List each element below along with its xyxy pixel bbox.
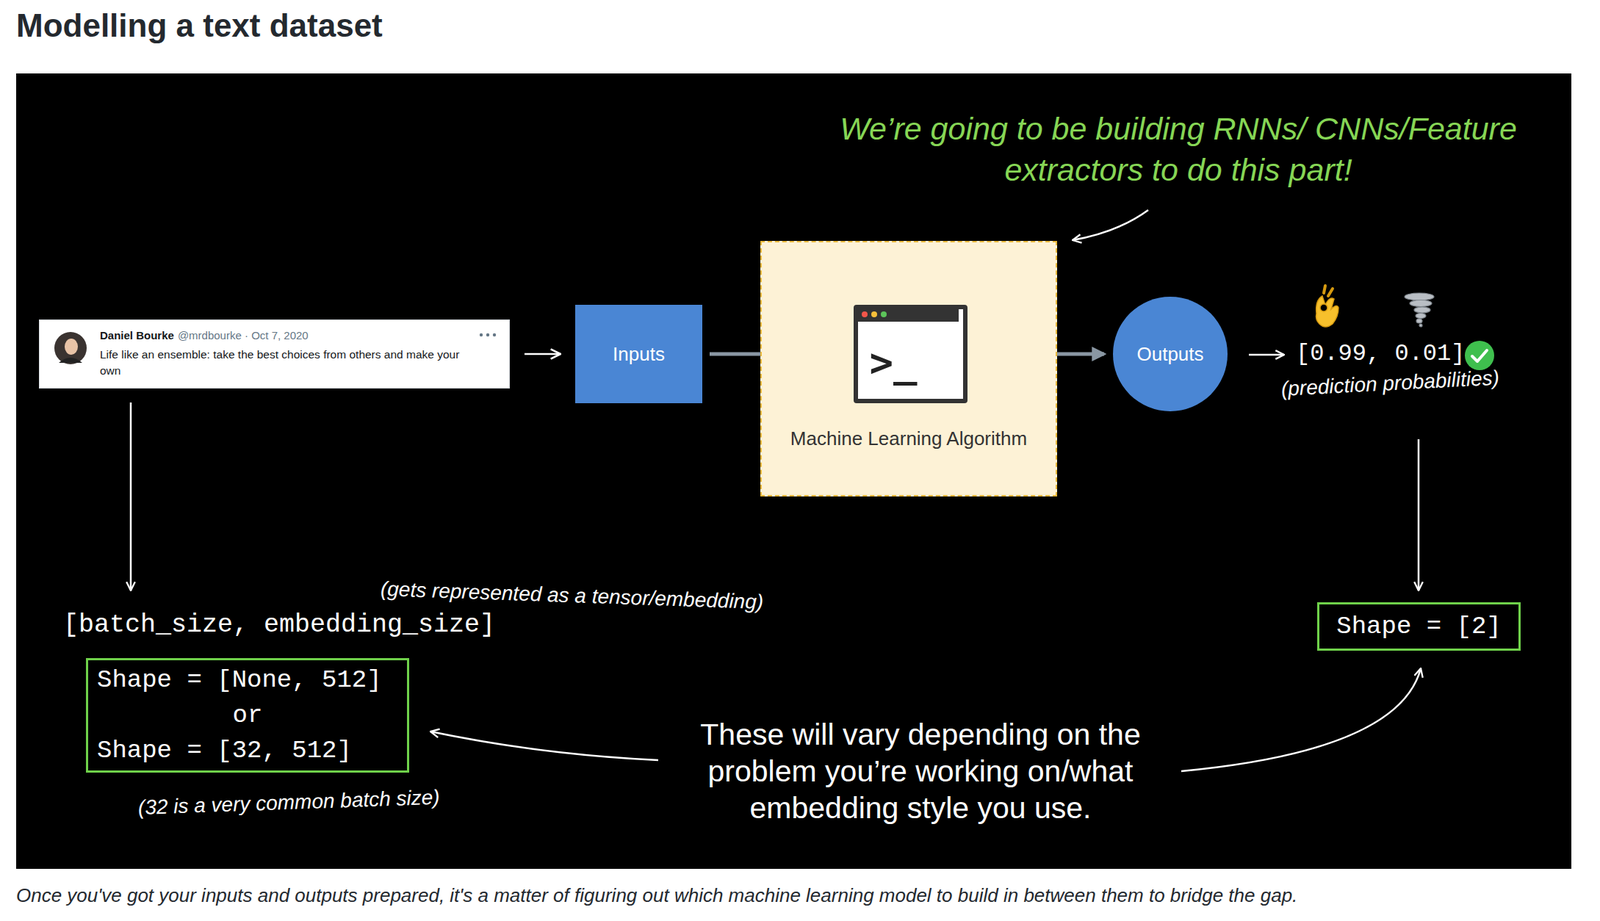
black-panel bbox=[16, 73, 1572, 870]
circle-label: Outputs bbox=[1136, 343, 1204, 366]
hand-note: (gets represented as a tensor/embedding) bbox=[379, 577, 764, 615]
label-wrap: [0.99, 0.01] bbox=[1295, 340, 1465, 368]
caption: Once you've got your inputs and outputs … bbox=[16, 883, 1589, 909]
output-arrow bbox=[1248, 354, 1285, 357]
flow-arrow bbox=[524, 353, 561, 356]
label-wrap: (prediction probabilities) bbox=[1281, 377, 1500, 402]
note-arrow bbox=[430, 731, 659, 761]
label-wrap: We’re going to be building RNNs/ CNNs/Fe… bbox=[818, 108, 1539, 192]
label-wrap: (gets represented as a tensor/embedding) bbox=[380, 577, 764, 601]
avatar-picture bbox=[52, 330, 89, 366]
terminal-icon: >_ bbox=[853, 304, 968, 404]
prompt-symbol: >_ bbox=[869, 339, 918, 386]
author-name: Daniel Bourke bbox=[99, 329, 175, 342]
explanation-note: These will vary depending on the problem… bbox=[656, 716, 1185, 827]
page-title: Modelling a text dataset bbox=[16, 7, 383, 45]
caption-wrap: Once you've got your inputs and outputs … bbox=[16, 883, 1589, 909]
tweet-card: Daniel Bourke@mrdbourke · Oct 7, 2020Lif… bbox=[38, 319, 510, 389]
tweet-body: Life like an ensemble: take the best cho… bbox=[99, 346, 482, 379]
shape-text: Shape = [2] bbox=[1328, 608, 1510, 645]
callout-arrow bbox=[1072, 210, 1149, 241]
label-wrap: (32 is a very common batch size) bbox=[138, 796, 441, 820]
ok-hand-emoji bbox=[1316, 285, 1340, 327]
shape-text: Shape = [32, 512] bbox=[96, 733, 399, 769]
shape-box: Shape = [None, 512]orShape = [32, 512] bbox=[85, 658, 410, 773]
menu-dots bbox=[478, 332, 498, 338]
check-icon bbox=[1464, 340, 1495, 371]
tornado-emoji bbox=[1404, 293, 1434, 327]
callout-note: We’re going to be building RNNs/ CNNs/Fe… bbox=[818, 108, 1539, 192]
title-wrap: Modelling a text dataset bbox=[16, 7, 383, 45]
label-wrap: [batch_size, embedding_size] bbox=[63, 610, 496, 640]
shape-text: Shape = [None, 512] bbox=[96, 662, 399, 698]
process-box: Inputs bbox=[575, 304, 703, 404]
shape-box: Shape = [2] bbox=[1317, 602, 1521, 651]
region-label: Machine Learning Algorithm bbox=[776, 424, 1041, 454]
label-wrap: These will vary depending on the problem… bbox=[656, 716, 1185, 827]
window-bar bbox=[855, 307, 959, 322]
box-label: Inputs bbox=[612, 343, 665, 366]
output-circle: Outputs bbox=[1112, 296, 1228, 412]
down-arrow bbox=[130, 402, 133, 591]
tweet-handle: @mrdbourke · Oct 7, 2020 bbox=[177, 329, 309, 342]
down-arrow bbox=[1417, 439, 1421, 591]
hand-note: (prediction probabilities) bbox=[1280, 365, 1501, 402]
shape-text: or bbox=[96, 697, 399, 734]
probability-values: [0.99, 0.01] bbox=[1295, 340, 1465, 368]
note-arrow bbox=[1181, 668, 1421, 772]
algorithm-region: >_ Machine Learning Algorithm bbox=[760, 240, 1058, 497]
tweet-header: Daniel Bourke@mrdbourke · Oct 7, 2020 bbox=[99, 329, 495, 343]
shape-format: [batch_size, embedding_size] bbox=[63, 610, 496, 640]
hand-note: (32 is a very common batch size) bbox=[137, 786, 441, 820]
